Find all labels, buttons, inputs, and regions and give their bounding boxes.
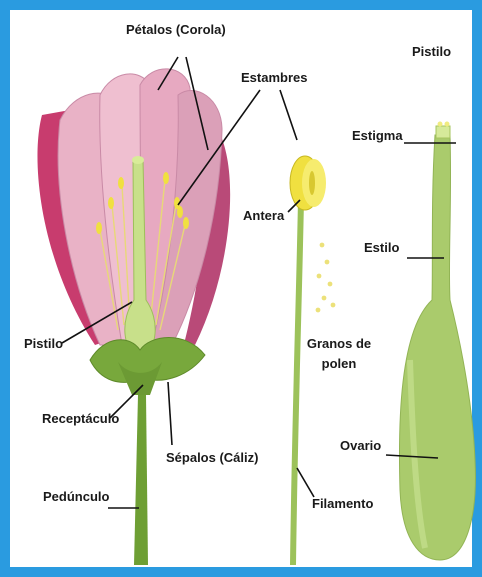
- label-pedunculo: Pedúnculo: [43, 489, 109, 505]
- pointer-sepalos: [168, 382, 172, 445]
- pointer-filamento: [297, 468, 314, 497]
- label-filamento: Filamento: [312, 496, 373, 512]
- label-granos: Granos de polen: [304, 336, 374, 372]
- pollen-grains: [316, 243, 336, 313]
- pistil-detail: [399, 122, 475, 561]
- label-pistilo: Pistilo: [24, 336, 63, 352]
- label-antera: Antera: [243, 208, 284, 224]
- label-ovario: Ovario: [340, 438, 381, 454]
- label-granos-line2: polen: [304, 356, 374, 372]
- label-receptaculo: Receptáculo: [42, 411, 119, 427]
- label-sepalos: Sépalos (Cáliz): [166, 450, 258, 466]
- label-granos-line1: Granos de: [304, 336, 374, 352]
- label-estilo: Estilo: [364, 240, 399, 256]
- label-petalos: Pétalos (Corola): [126, 22, 226, 38]
- label-estambres: Estambres: [241, 70, 307, 86]
- label-estigma: Estigma: [352, 128, 403, 144]
- label-pistilo-title: Pistilo: [412, 44, 451, 60]
- pointer-estambres-a: [280, 90, 297, 140]
